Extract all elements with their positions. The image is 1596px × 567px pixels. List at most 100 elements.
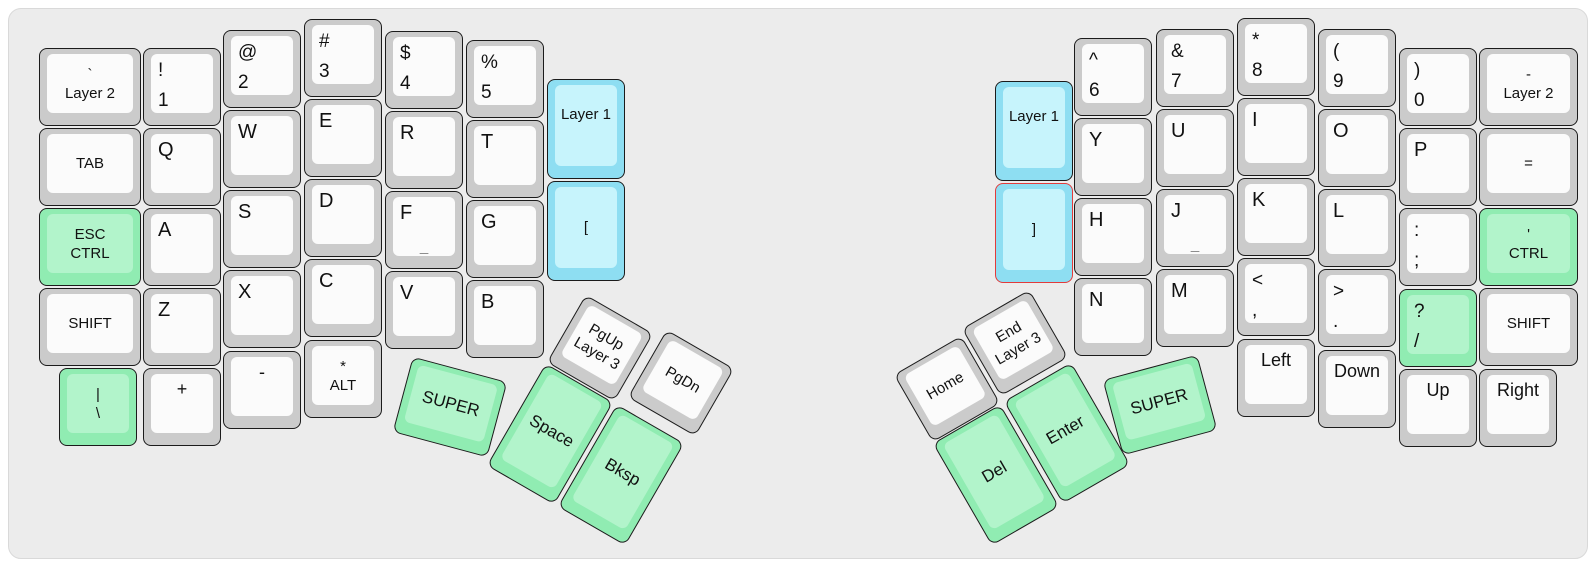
key-legend: ] [1031, 221, 1037, 238]
keycap-top: K [1245, 184, 1307, 243]
key-8-star[interactable]: *8 [1237, 18, 1315, 96]
key-g[interactable]: G [466, 200, 544, 278]
key-legend: 8 [1252, 60, 1263, 81]
key-v[interactable]: V [385, 271, 463, 349]
keycap-top: J_ [1164, 195, 1226, 254]
key-6-caret[interactable]: ^6 [1074, 38, 1152, 116]
key-r[interactable]: R [385, 111, 463, 189]
key-k[interactable]: K [1237, 178, 1315, 256]
key-legend: 3 [319, 61, 330, 82]
key-legend: J [1171, 200, 1181, 222]
key-pipe-backslash[interactable]: |\ [59, 368, 137, 446]
key-legend: W [238, 121, 257, 143]
keycap-top: ?/ [1407, 295, 1469, 354]
keycap-top: -Layer 2 [1487, 54, 1570, 113]
keycap-top: N [1082, 284, 1144, 343]
keycap-top: %5 [474, 46, 536, 105]
key-up-arrow[interactable]: Up [1399, 369, 1477, 447]
key-super-right[interactable]: SUPER [1102, 354, 1218, 456]
key-legend: SHIFT [1506, 315, 1551, 332]
keycap-top: M [1164, 275, 1226, 334]
key-i[interactable]: I [1237, 98, 1315, 176]
key-b[interactable]: B [466, 280, 544, 358]
keycap-top: Layer 1 [1003, 87, 1065, 168]
key-legend: * [340, 357, 346, 375]
key-plus[interactable]: + [143, 368, 221, 446]
keycap-top: :; [1407, 214, 1469, 273]
key-minus-layer2[interactable]: -Layer 2 [1479, 48, 1578, 126]
key-legend: V [400, 282, 414, 304]
key-legend: G [481, 211, 497, 233]
key-super-left[interactable]: SUPER [392, 356, 508, 458]
key-p[interactable]: P [1399, 128, 1477, 206]
key-0-rparen[interactable]: )0 [1399, 48, 1477, 126]
key-legend: ? [1414, 301, 1425, 322]
key-n[interactable]: N [1074, 278, 1152, 356]
key-7-ampersand[interactable]: &7 [1156, 29, 1234, 107]
key-l[interactable]: L [1318, 189, 1396, 267]
key-legend: # [319, 31, 330, 52]
key-star-alt[interactable]: *ALT [304, 340, 382, 418]
key-legend: I [1252, 109, 1258, 131]
key-c[interactable]: C [304, 259, 382, 337]
key-legend: CTRL [1508, 244, 1549, 262]
keycap-top: S [231, 196, 293, 255]
key-s[interactable]: S [223, 190, 301, 268]
key-slash-question[interactable]: ?/ [1399, 289, 1477, 367]
keycap-top: Q [151, 134, 213, 193]
keycap-top: <, [1245, 264, 1307, 323]
key-a[interactable]: A [143, 208, 221, 286]
key-shift-left[interactable]: SHIFT [39, 288, 141, 366]
key-legend: 1 [158, 90, 169, 111]
key-legend: K [1252, 189, 1266, 211]
key-down-arrow[interactable]: Down [1318, 350, 1396, 428]
keycap-top: D [312, 185, 374, 244]
keycap-top: P [1407, 134, 1469, 193]
key-layer1-left[interactable]: Layer 1 [547, 79, 625, 179]
key-z[interactable]: Z [143, 288, 221, 366]
key-tab[interactable]: TAB [39, 128, 141, 206]
key-w[interactable]: W [223, 110, 301, 188]
key-equals[interactable]: = [1479, 128, 1578, 206]
keycap-top: >. [1326, 275, 1388, 334]
keycap-top: SHIFT [1487, 294, 1570, 353]
key-2-at[interactable]: @2 [223, 30, 301, 108]
keycap-top: - [231, 357, 293, 416]
key-left-arrow[interactable]: Left [1237, 339, 1315, 417]
key-right-arrow[interactable]: Right [1479, 369, 1557, 447]
key-3-hash[interactable]: #3 [304, 19, 382, 97]
key-4-dollar[interactable]: $4 [385, 31, 463, 109]
key-comma-lt[interactable]: <, [1237, 258, 1315, 336]
key-y[interactable]: Y [1074, 118, 1152, 196]
key-period-gt[interactable]: >. [1318, 269, 1396, 347]
key-u[interactable]: U [1156, 109, 1234, 187]
key-t[interactable]: T [466, 120, 544, 198]
key-shift-right[interactable]: SHIFT [1479, 288, 1578, 366]
key-minus-left[interactable]: - [223, 351, 301, 429]
key-legend: | [96, 385, 100, 403]
key-grave-layer2[interactable]: `Layer 2 [39, 48, 141, 126]
key-x[interactable]: X [223, 270, 301, 348]
key-quote-ctrl[interactable]: 'CTRL [1479, 208, 1578, 286]
keycap-top: )0 [1407, 54, 1469, 113]
key-9-lparen[interactable]: (9 [1318, 29, 1396, 107]
key-o[interactable]: O [1318, 109, 1396, 187]
key-j[interactable]: J_ [1156, 189, 1234, 267]
key-1-exclamation[interactable]: !1 [143, 48, 221, 126]
key-d[interactable]: D [304, 179, 382, 257]
key-legend: $ [400, 43, 411, 64]
key-legend: Bksp [601, 454, 644, 490]
key-f[interactable]: F_ [385, 191, 463, 269]
key-semicolon-colon[interactable]: :; [1399, 208, 1477, 286]
key-m[interactable]: M [1156, 269, 1234, 347]
key-h[interactable]: H [1074, 198, 1152, 276]
key-e[interactable]: E [304, 99, 382, 177]
key-right-bracket[interactable]: ] [995, 183, 1073, 283]
key-5-percent[interactable]: %5 [466, 40, 544, 118]
key-layer1-right[interactable]: Layer 1 [995, 81, 1073, 181]
key-q[interactable]: Q [143, 128, 221, 206]
key-left-bracket[interactable]: [ [547, 181, 625, 281]
key-legend: R [400, 122, 415, 144]
